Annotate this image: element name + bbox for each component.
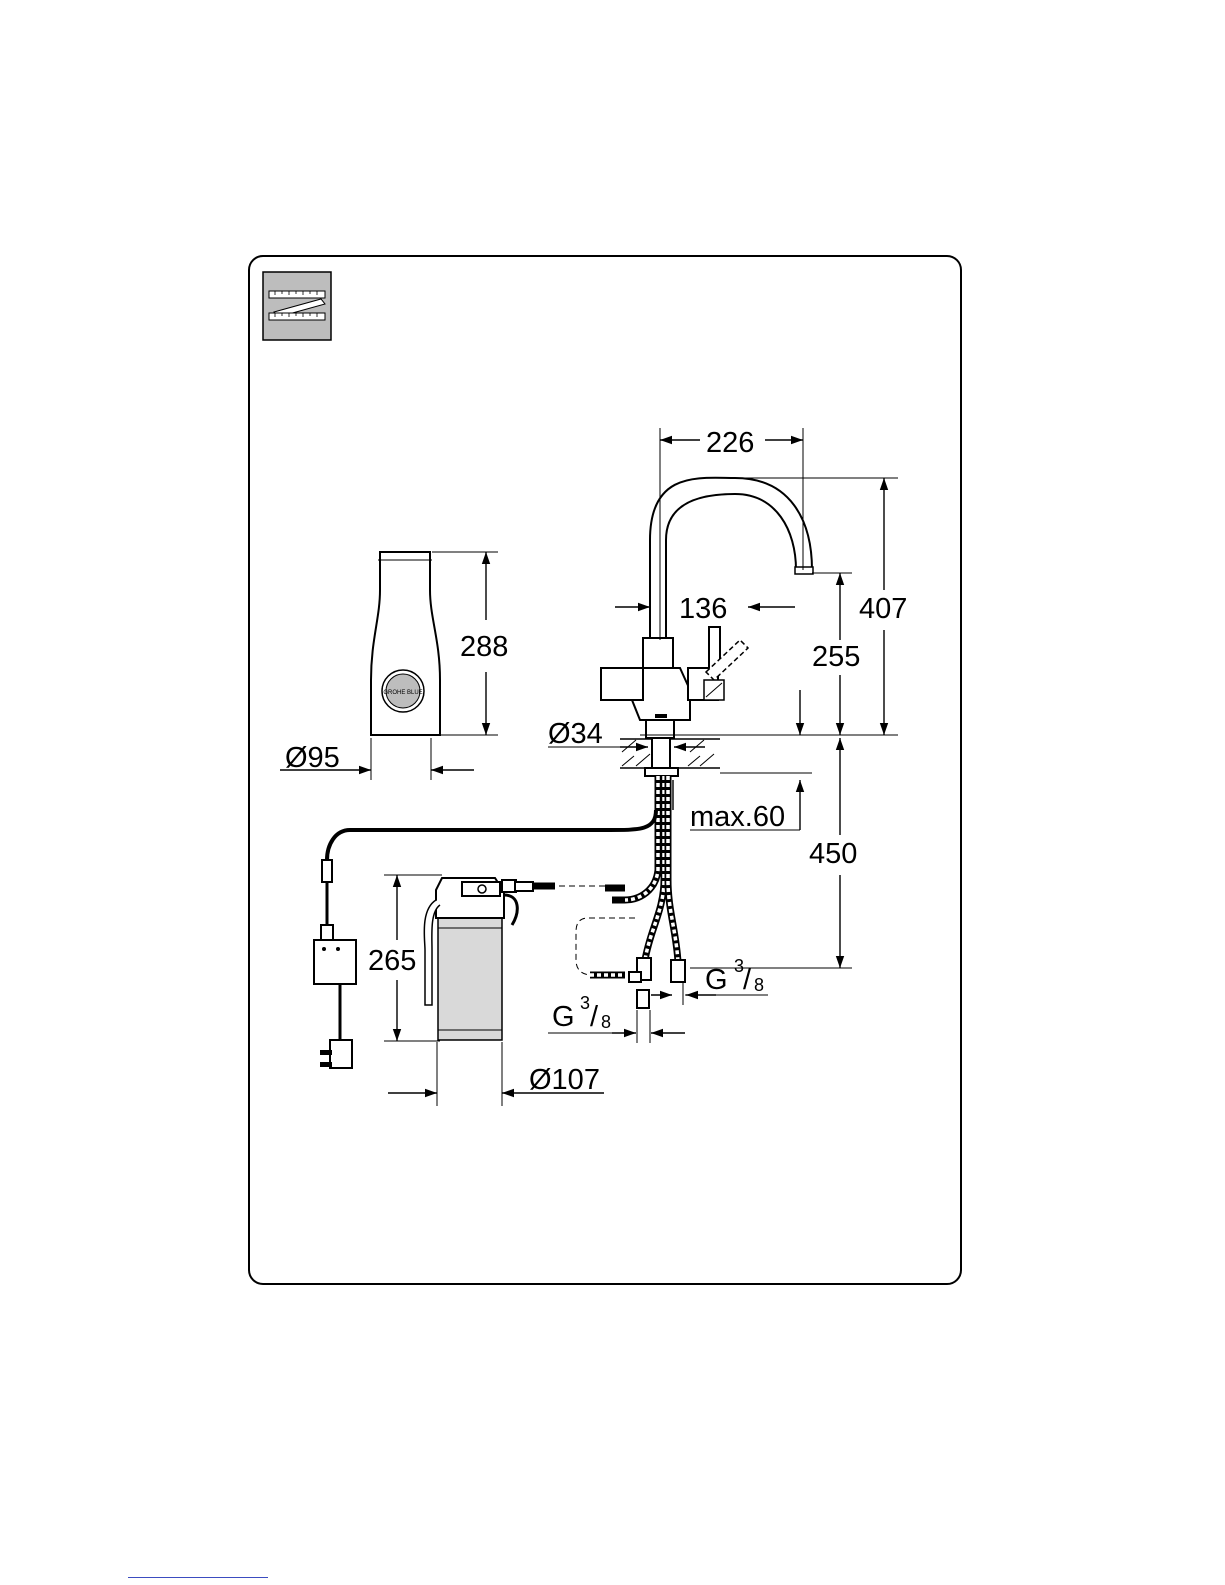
thread-left-numerator: 3 bbox=[580, 993, 590, 1013]
thread-left-denominator: 8 bbox=[601, 1012, 611, 1032]
dim-handle-offset: 136 bbox=[679, 593, 727, 625]
thread-callout-left: G 3 / 8 bbox=[552, 993, 611, 1033]
dim-spout-reach: 226 bbox=[706, 427, 754, 459]
dim-bottle-height: 288 bbox=[460, 631, 508, 663]
dim-filter-diameter: Ø107 bbox=[529, 1064, 600, 1096]
filter-drawing bbox=[424, 878, 533, 1040]
thread-left-main: G bbox=[552, 1001, 575, 1033]
dim-base-diameter: Ø34 bbox=[548, 718, 603, 750]
transformer-drawing bbox=[314, 860, 356, 1068]
thread-callout-right: G 3 / 8 bbox=[705, 956, 764, 996]
dim-spout-outlet-height: 255 bbox=[812, 641, 860, 673]
thread-right-denominator: 8 bbox=[754, 975, 764, 995]
thread-left-slash: / bbox=[590, 1001, 599, 1033]
dim-hose-length: 450 bbox=[809, 838, 857, 870]
dim-counter-thickness: max.60 bbox=[690, 801, 785, 833]
dim-total-height: 407 bbox=[859, 593, 907, 625]
bottle-logo-text: GROHE BLUE bbox=[383, 690, 422, 696]
dim-bottle-diameter: Ø95 bbox=[285, 742, 340, 774]
thread-right-slash: / bbox=[743, 964, 752, 996]
dim-filter-height: 265 bbox=[368, 945, 416, 977]
measurement-ruler-icon bbox=[263, 272, 331, 340]
footer-link-underline[interactable] bbox=[128, 1577, 268, 1578]
thread-right-main: G bbox=[705, 964, 728, 996]
bottle-drawing: GROHE BLUE bbox=[371, 552, 440, 735]
